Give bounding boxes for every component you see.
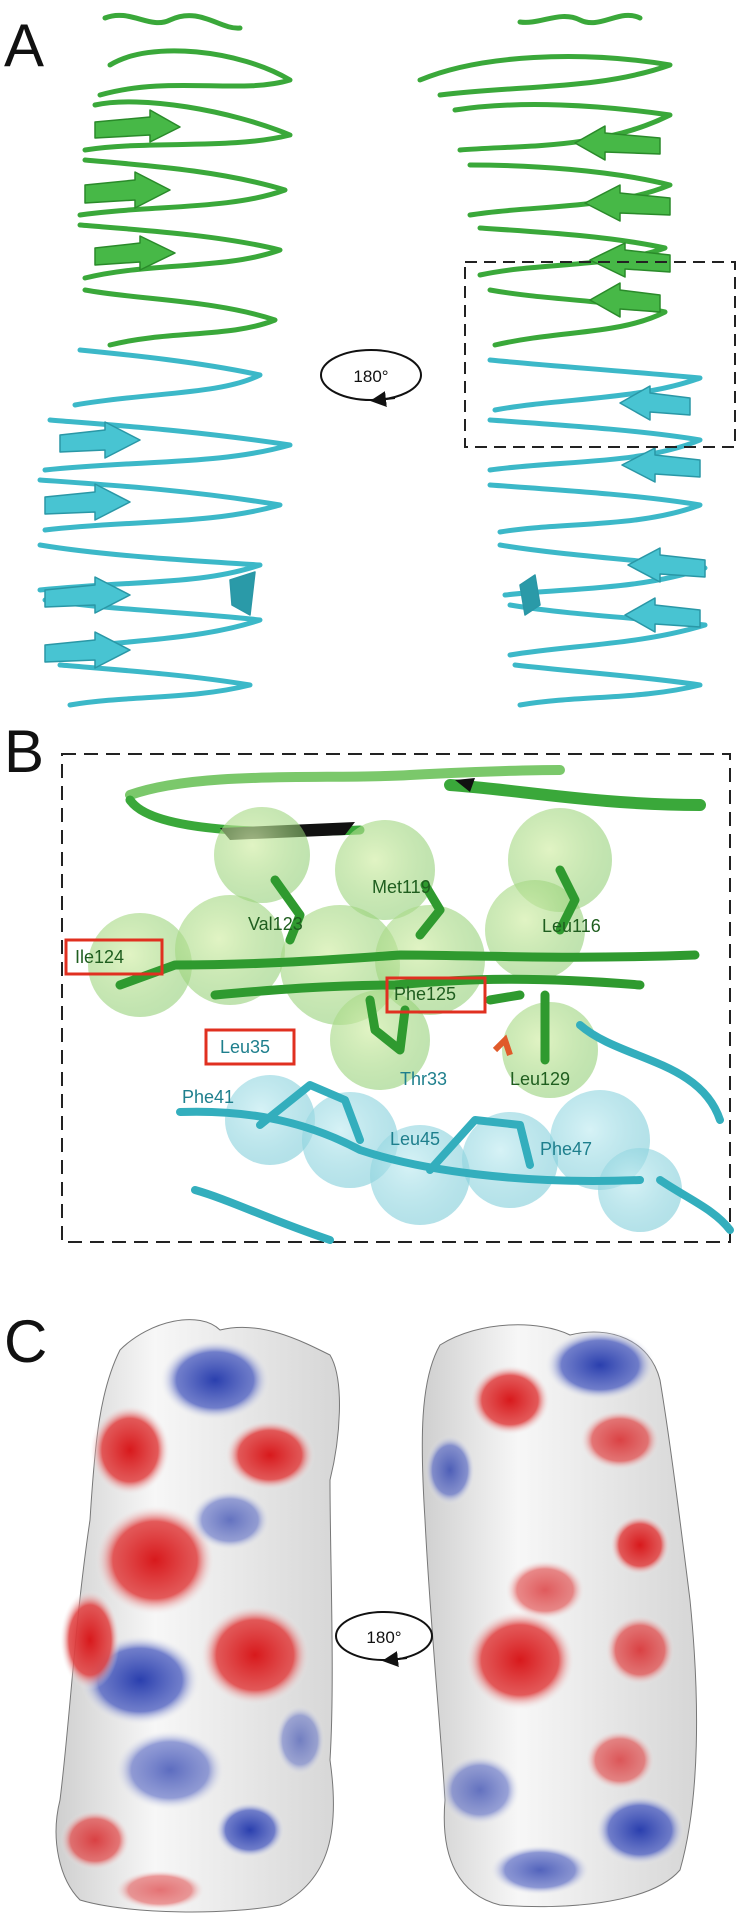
panel-c-left-surface <box>56 1320 339 1912</box>
residue-label-phe125: Phe125 <box>394 984 456 1004</box>
panel-c-rotation-indicator: 180° <box>336 1612 432 1660</box>
panel-a-right-structure <box>420 15 705 705</box>
residue-label-met119: Met119 <box>372 877 431 897</box>
residue-label-leu45: Leu45 <box>390 1129 440 1149</box>
residue-label-val123: Val123 <box>248 914 303 934</box>
residue-label-ile124: Ile124 <box>75 947 124 967</box>
residue-label-leu35: Leu35 <box>220 1037 270 1057</box>
residue-label-phe47: Phe47 <box>540 1139 592 1159</box>
panel-c-rotation-label: 180° <box>366 1628 401 1647</box>
residue-label-thr33: Thr33 <box>400 1069 447 1089</box>
panel-c-right-surface <box>422 1325 696 1907</box>
panel-a-rotation-label: 180° <box>353 367 388 386</box>
panel-b-structure <box>88 770 730 1240</box>
residue-label-leu129: Leu129 <box>510 1069 570 1089</box>
residue-label-leu116: Leu116 <box>542 916 601 936</box>
panel-a-left-structure <box>40 15 290 705</box>
panel-a-rotation-indicator: 180° <box>321 350 421 400</box>
residue-label-phe41: Phe41 <box>182 1087 234 1107</box>
